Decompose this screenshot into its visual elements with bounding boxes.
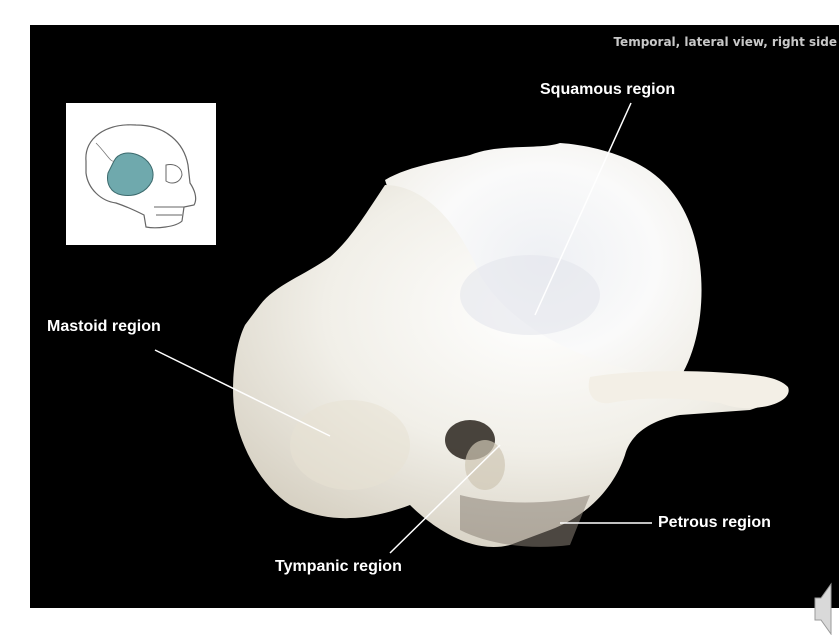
label-mastoid-region: Mastoid region xyxy=(47,318,161,335)
label-squamous-region: Squamous region xyxy=(540,81,676,98)
slide-canvas: Temporal, lateral view, right side Squam… xyxy=(30,25,839,608)
page-title: Temporal, lateral view, right side xyxy=(613,35,837,49)
label-tympanic-region: Tympanic region xyxy=(275,558,402,575)
skull-lateral-icon xyxy=(85,124,197,229)
temporal-bone-image xyxy=(154,102,789,554)
skull-thumbnail xyxy=(66,103,216,245)
speaker-icon[interactable] xyxy=(809,580,839,635)
label-petrous-region: Petrous region xyxy=(658,514,771,531)
